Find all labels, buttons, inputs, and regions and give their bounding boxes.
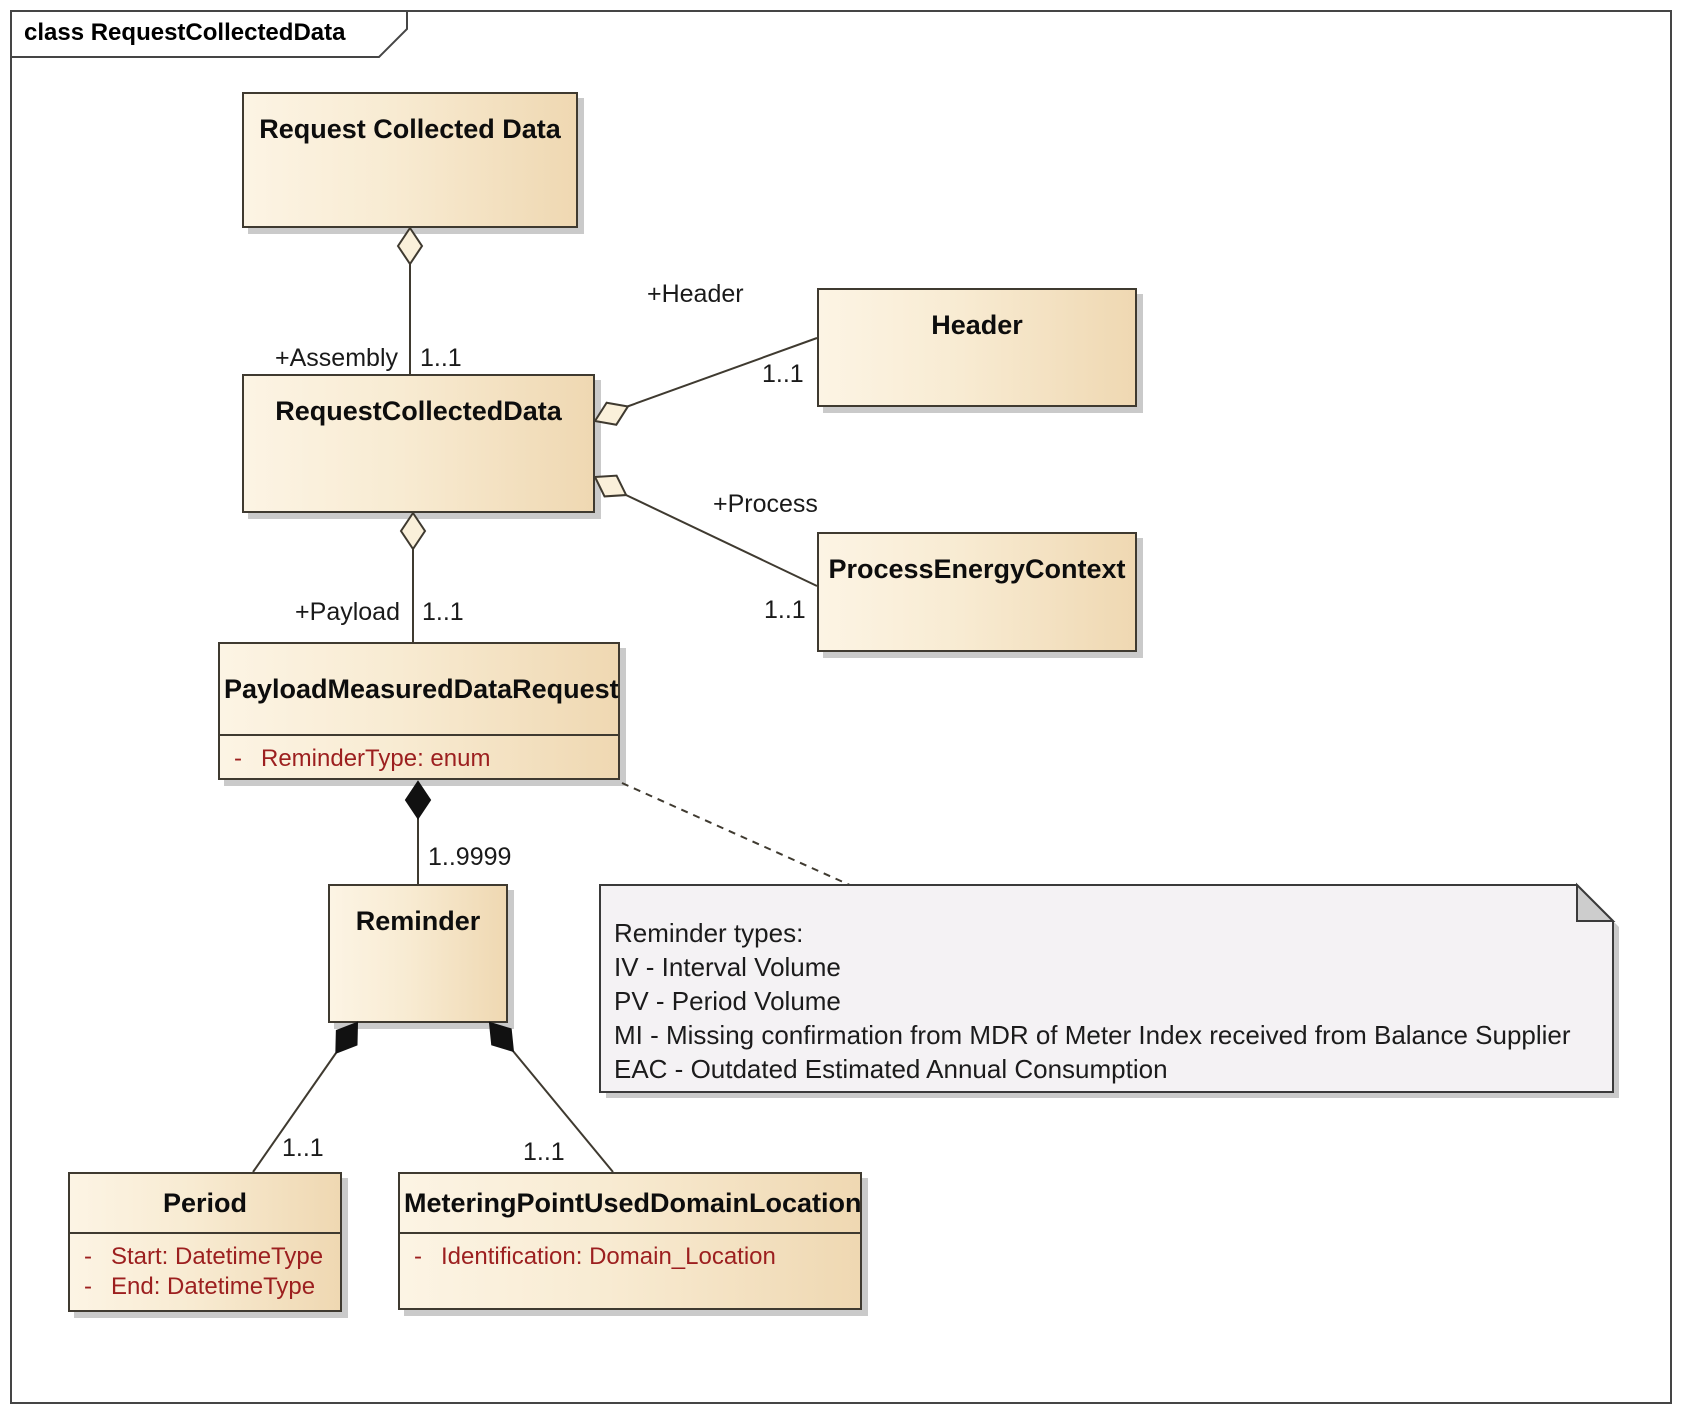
attribute-text: Start: DatetimeType — [111, 1243, 324, 1270]
role-label-assembly: +Assembly — [275, 344, 398, 372]
aggregation-diamond-icon — [593, 474, 628, 498]
note-text: Reminder types: IV - Interval Volume PV … — [614, 916, 1598, 1086]
role-label-payload: +Payload — [295, 598, 400, 626]
class-header[interactable]: Header — [817, 288, 1137, 407]
note-link[interactable] — [621, 782, 853, 887]
note-line: MI - Missing confirmation from MDR of Me… — [614, 1020, 1571, 1050]
note-line: PV - Period Volume — [614, 986, 841, 1016]
class-payloadmeasureddatarequest[interactable]: PayloadMeasuredDataRequest - ReminderTyp… — [218, 642, 620, 780]
diagram-title: class RequestCollectedData — [24, 19, 346, 46]
note-line: EAC - Outdated Estimated Annual Consumpt… — [614, 1054, 1168, 1084]
aggregation-diamond-icon — [399, 511, 427, 551]
role-label-process: +Process — [713, 490, 818, 518]
class-processenergycontext[interactable]: ProcessEnergyContext — [817, 532, 1137, 652]
class-attribute: - ReminderType: enum — [220, 744, 618, 774]
class-requestcollecteddata[interactable]: RequestCollectedData — [242, 374, 595, 513]
note-line: IV - Interval Volume — [614, 952, 841, 982]
class-name: PayloadMeasuredDataRequest — [224, 673, 619, 704]
class-name: Reminder — [355, 906, 481, 936]
class-meteringpointuseddomainlocation[interactable]: MeteringPointUsedDomainLocation - Identi… — [398, 1172, 862, 1310]
connector-reminder[interactable] — [404, 780, 432, 884]
visibility-private-icon: - — [414, 1243, 422, 1270]
class-name: Request Collected Data — [259, 114, 561, 144]
class-attribute: - Identification: Domain_Location — [400, 1242, 860, 1272]
class-name: MeteringPointUsedDomainLocation — [404, 1187, 862, 1218]
visibility-private-icon: - — [234, 745, 242, 772]
multiplicity-label-reminder: 1..9999 — [428, 843, 512, 871]
aggregation-diamond-icon — [396, 226, 424, 266]
multiplicity-label-process: 1..1 — [764, 596, 806, 624]
multiplicity-label-header: 1..1 — [762, 360, 804, 388]
connector-assembly[interactable] — [396, 226, 424, 374]
class-attribute: - Start: DatetimeType — [70, 1242, 340, 1272]
attribute-text: End: DatetimeType — [111, 1273, 316, 1300]
aggregation-diamond-icon — [593, 401, 630, 426]
multiplicity-label-metering-point: 1..1 — [523, 1138, 565, 1166]
class-request-collected-data-top[interactable]: Request Collected Data — [242, 92, 578, 228]
class-attribute: - End: DatetimeType — [70, 1272, 340, 1302]
class-name: ProcessEnergyContext — [828, 554, 1126, 584]
multiplicity-label-payload: 1..1 — [422, 598, 464, 626]
connector-process[interactable] — [589, 467, 818, 587]
composition-diamond-icon — [404, 780, 432, 820]
class-name: Period — [162, 1187, 248, 1218]
class-name: Header — [931, 310, 1023, 340]
class-reminder[interactable]: Reminder — [328, 884, 508, 1023]
role-label-header: +Header — [647, 280, 744, 308]
note-line: Reminder types: — [614, 918, 804, 948]
multiplicity-label-assembly: 1..1 — [420, 344, 462, 372]
multiplicity-label-period: 1..1 — [282, 1134, 324, 1162]
visibility-private-icon: - — [84, 1273, 92, 1300]
attribute-text: ReminderType: enum — [261, 745, 491, 772]
class-period[interactable]: Period - Start: DatetimeType - End: Date… — [68, 1172, 342, 1312]
class-name: RequestCollectedData — [275, 396, 562, 426]
attribute-text: Identification: Domain_Location — [441, 1243, 776, 1270]
visibility-private-icon: - — [84, 1243, 92, 1270]
